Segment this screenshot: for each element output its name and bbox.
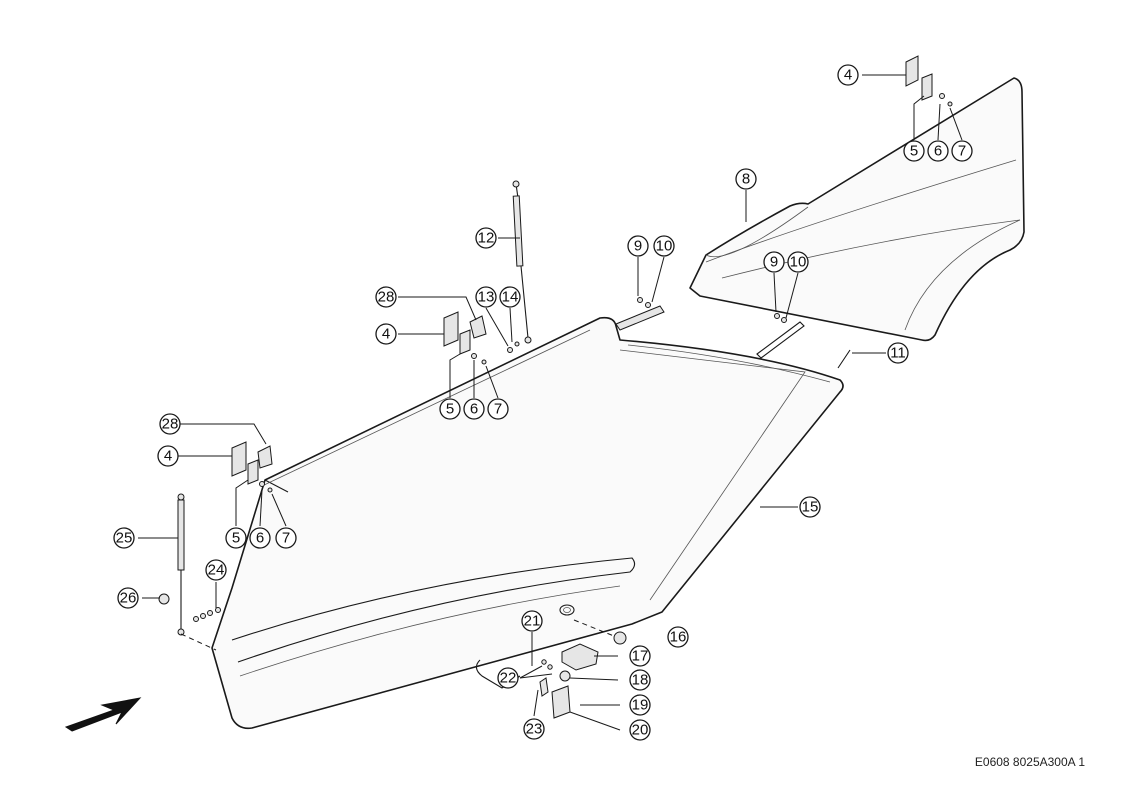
- callout-25: 25: [113, 527, 135, 549]
- svg-text:16: 16: [670, 629, 687, 646]
- svg-text:11: 11: [890, 345, 906, 362]
- svg-text:7: 7: [282, 530, 290, 547]
- svg-text:21: 21: [524, 613, 541, 630]
- callout-11: 11: [887, 342, 909, 364]
- callout-6: 6: [463, 398, 485, 420]
- svg-text:26: 26: [120, 590, 137, 607]
- callout-20: 20: [629, 719, 651, 741]
- callout-5: 5: [903, 140, 925, 162]
- callout-26: 26: [117, 587, 139, 609]
- gas-strut-lower: [177, 493, 185, 636]
- callout-19: 19: [629, 694, 651, 716]
- callout-15: 15: [799, 496, 821, 518]
- svg-text:4: 4: [844, 67, 852, 84]
- svg-text:6: 6: [256, 530, 264, 547]
- callout-4: 4: [375, 323, 397, 345]
- side-panel-upper: [689, 77, 1025, 359]
- callout-10: 10: [653, 235, 675, 257]
- side-panel-large: [211, 316, 844, 730]
- callout-9: 9: [627, 235, 649, 257]
- callout-6: 6: [927, 140, 949, 162]
- callout-4: 4: [837, 64, 859, 86]
- svg-text:24: 24: [208, 562, 225, 579]
- svg-text:10: 10: [656, 238, 673, 255]
- callout-24: 24: [205, 559, 227, 581]
- callout-6: 6: [249, 527, 271, 549]
- svg-text:4: 4: [164, 448, 172, 465]
- svg-text:5: 5: [232, 530, 240, 547]
- svg-text:19: 19: [632, 697, 649, 714]
- callout-28: 28: [159, 413, 181, 435]
- callout-13: 13: [475, 286, 497, 308]
- svg-text:6: 6: [470, 401, 478, 418]
- svg-text:9: 9: [634, 238, 642, 255]
- svg-text:10: 10: [790, 254, 807, 271]
- arrow-direction-icon: [64, 697, 142, 732]
- lock-assembly: [475, 643, 599, 719]
- svg-text:13: 13: [478, 289, 495, 306]
- svg-text:5: 5: [910, 143, 918, 160]
- reference-code: E0608 8025A300A 1: [974, 755, 1085, 769]
- callout-10: 10: [787, 251, 809, 273]
- assembly-lines: [180, 619, 615, 651]
- callout-12: 12: [475, 227, 497, 249]
- hinge-lower: [231, 441, 273, 493]
- svg-text:7: 7: [494, 401, 502, 418]
- callout-7: 7: [275, 527, 297, 549]
- fasteners: [158, 297, 851, 645]
- svg-text:7: 7: [958, 143, 966, 160]
- svg-text:25: 25: [116, 530, 133, 547]
- svg-text:12: 12: [478, 230, 495, 247]
- rail-bracket: [615, 305, 665, 331]
- callout-14: 14: [499, 286, 521, 308]
- callout-5: 5: [439, 398, 461, 420]
- svg-text:15: 15: [802, 499, 819, 516]
- svg-text:22: 22: [500, 670, 517, 687]
- svg-text:14: 14: [502, 289, 519, 306]
- callout-21: 21: [521, 610, 543, 632]
- callout-17: 17: [629, 645, 651, 667]
- callout-9: 9: [763, 251, 785, 273]
- svg-text:23: 23: [526, 721, 543, 738]
- callout-23: 23: [523, 718, 545, 740]
- svg-text:4: 4: [382, 326, 390, 343]
- svg-text:17: 17: [632, 648, 649, 665]
- svg-text:8: 8: [742, 171, 750, 188]
- hinge-middle: [443, 311, 520, 365]
- callout-8: 8: [735, 168, 757, 190]
- svg-text:28: 28: [162, 416, 179, 433]
- callout-16: 16: [667, 626, 689, 648]
- svg-text:6: 6: [934, 143, 942, 160]
- svg-text:18: 18: [632, 672, 649, 689]
- callout-7: 7: [951, 140, 973, 162]
- gas-strut-upper: [512, 180, 532, 344]
- callout-7: 7: [487, 398, 509, 420]
- svg-text:28: 28: [378, 289, 395, 306]
- svg-text:9: 9: [770, 254, 778, 271]
- callout-28: 28: [375, 286, 397, 308]
- callout-4: 4: [157, 445, 179, 467]
- hinge-top-right: [905, 55, 953, 107]
- callout-18: 18: [629, 669, 651, 691]
- svg-text:5: 5: [446, 401, 454, 418]
- callout-22: 22: [497, 667, 519, 689]
- callout-5: 5: [225, 527, 247, 549]
- leader-lines: [138, 74, 963, 731]
- svg-text:20: 20: [632, 722, 649, 739]
